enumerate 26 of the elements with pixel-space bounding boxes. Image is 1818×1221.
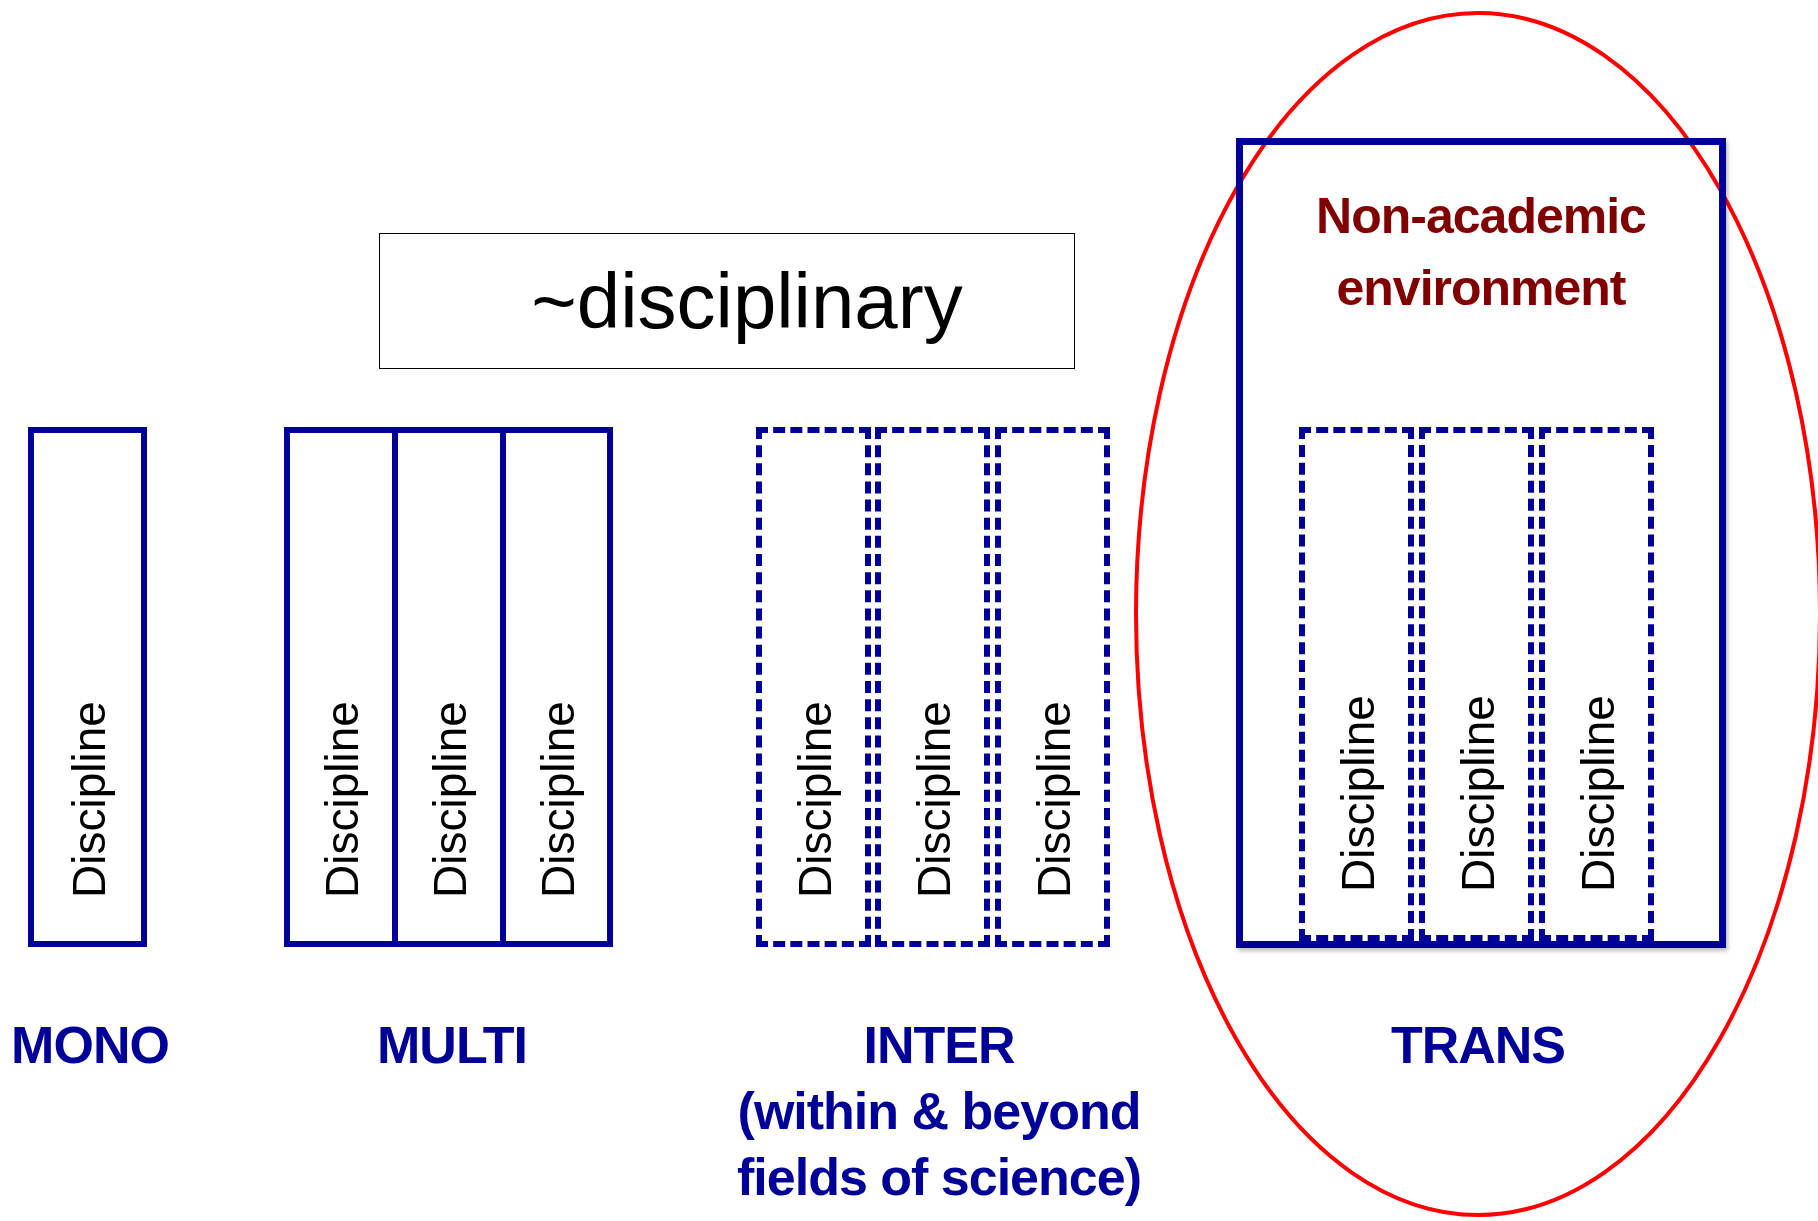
category-label: MULTI bbox=[377, 1015, 527, 1076]
category-label: INTER bbox=[863, 1015, 1015, 1076]
dashed-discipline-box bbox=[1539, 427, 1654, 941]
discipline-label: Discipline bbox=[61, 701, 116, 898]
discipline-label: Discipline bbox=[530, 701, 585, 898]
discipline-label: Discipline bbox=[423, 701, 477, 898]
environment-box bbox=[1236, 138, 1726, 948]
discipline-label: Discipline bbox=[906, 701, 961, 898]
discipline-label: Discipline bbox=[1026, 701, 1081, 898]
dashed-discipline-box bbox=[875, 427, 990, 947]
discipline-label: Discipline bbox=[1450, 695, 1505, 892]
discipline-label: Discipline bbox=[315, 701, 369, 898]
discipline-box bbox=[28, 427, 147, 947]
heading-box bbox=[379, 233, 1075, 369]
dashed-discipline-box bbox=[756, 427, 871, 947]
discipline-label: Discipline bbox=[787, 701, 842, 898]
category-label: MONO bbox=[11, 1015, 169, 1076]
dashed-discipline-box bbox=[1299, 427, 1414, 941]
category-label: TRANS bbox=[1390, 1015, 1566, 1076]
dashed-discipline-box bbox=[1419, 427, 1534, 941]
dashed-discipline-box bbox=[995, 427, 1110, 947]
heading-text: ~disciplinary bbox=[530, 255, 963, 347]
environment-heading: Non-academic environment bbox=[1315, 187, 1647, 318]
discipline-label: Discipline bbox=[1570, 695, 1625, 892]
discipline-label: Discipline bbox=[1330, 695, 1385, 892]
category-label: (within & beyond fields of science) bbox=[736, 1081, 1142, 1208]
